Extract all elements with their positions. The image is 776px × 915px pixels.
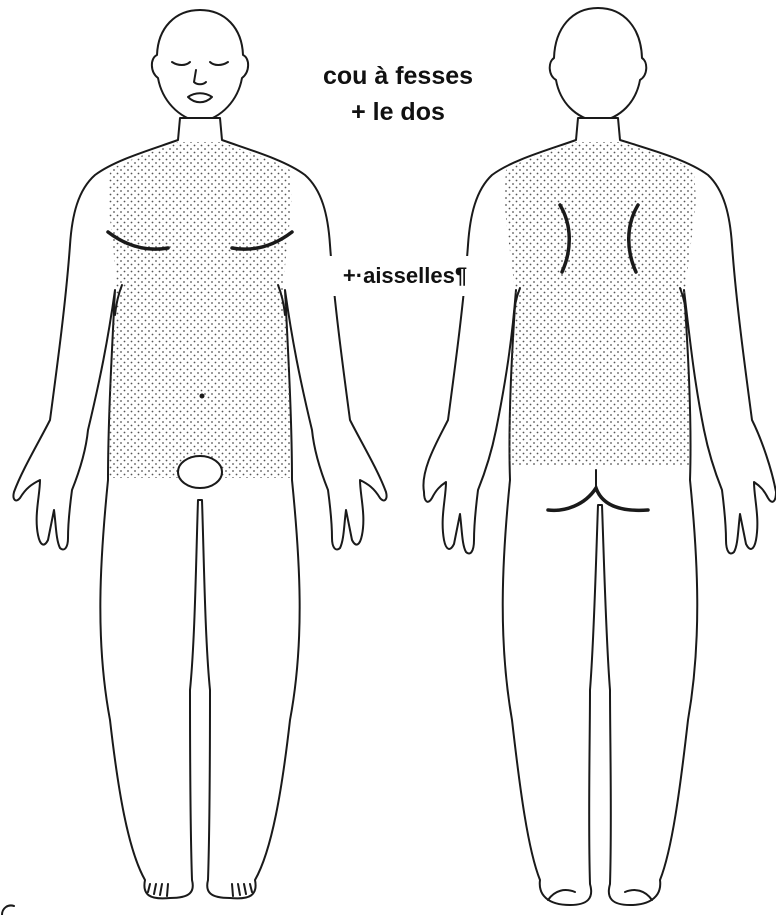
back-head — [550, 8, 647, 122]
front-head — [152, 10, 248, 122]
zone-annotation: cou à fesses + le dos — [293, 58, 503, 130]
front-figure — [13, 10, 386, 898]
front-highlight-zone — [108, 142, 292, 478]
front-groin — [178, 456, 222, 488]
back-highlight-zone — [504, 142, 696, 466]
zone-annotation-line1: cou à fesses — [293, 58, 503, 94]
back-figure — [423, 8, 776, 905]
armpits-annotation: +·aisselles¶ — [312, 256, 498, 296]
zone-annotation-line2: + le dos — [293, 94, 503, 130]
